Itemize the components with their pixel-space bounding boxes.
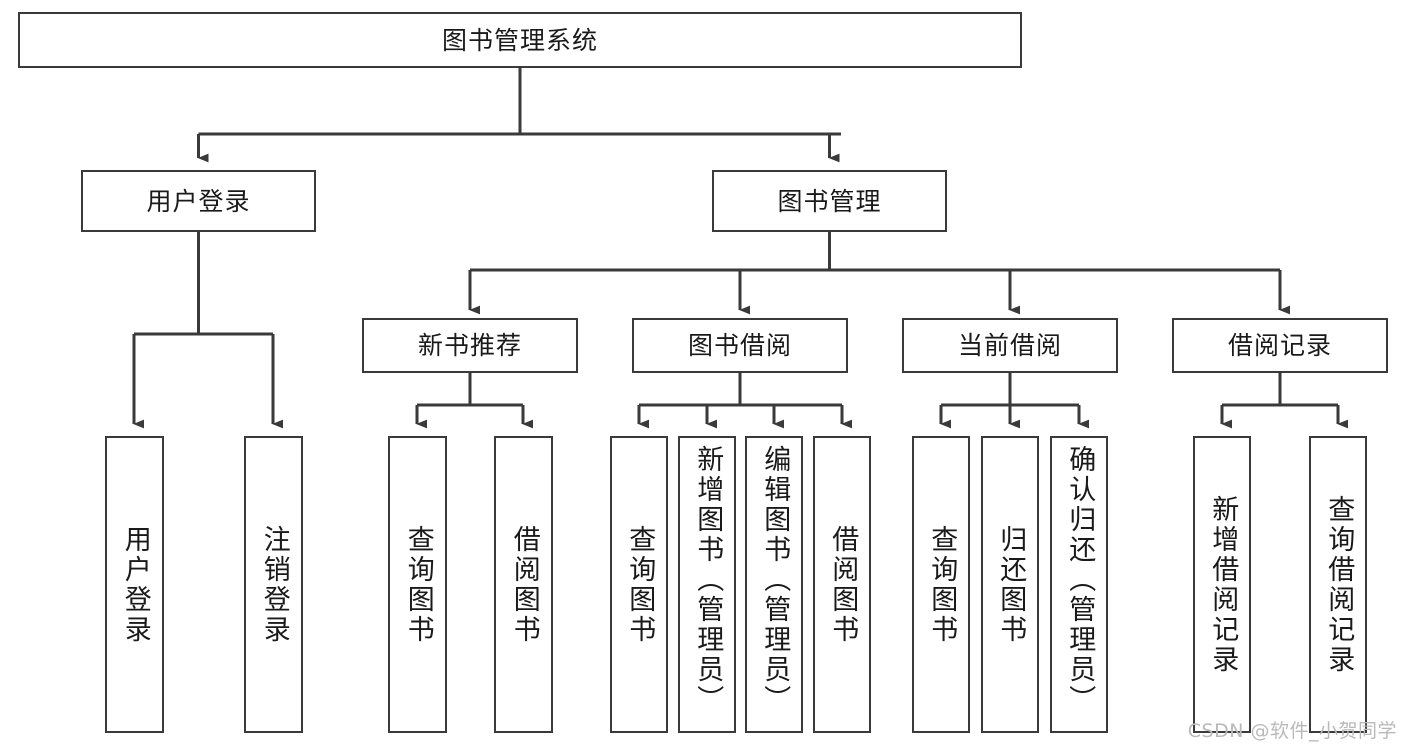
leaf-current-confirm-return-admin[interactable]: 确认归还（管理员） bbox=[1050, 436, 1108, 733]
node-label: 编辑图书（管理员） bbox=[759, 445, 791, 715]
node-label: 新增借阅记录 bbox=[1207, 494, 1239, 675]
node-label: 用户登录 bbox=[119, 524, 151, 645]
node-book-management-system[interactable]: 图书管理系统 bbox=[18, 12, 1022, 68]
node-label: 图书借阅 bbox=[687, 331, 792, 360]
node-label: 借阅图书 bbox=[827, 524, 859, 645]
leaf-record-add-record[interactable]: 新增借阅记录 bbox=[1193, 436, 1251, 733]
node-current-borrow[interactable]: 当前借阅 bbox=[902, 318, 1118, 373]
node-label: 归还图书 bbox=[995, 524, 1027, 645]
node-label: 确认归还（管理员） bbox=[1064, 445, 1096, 715]
leaf-user-login-login[interactable]: 用户登录 bbox=[105, 436, 164, 733]
node-label: 当前借阅 bbox=[957, 331, 1062, 360]
node-new-book-recommend[interactable]: 新书推荐 bbox=[362, 318, 578, 373]
node-label: 查询借阅记录 bbox=[1323, 494, 1355, 675]
leaf-borrow-borrow-book[interactable]: 借阅图书 bbox=[813, 436, 871, 733]
node-borrow-record[interactable]: 借阅记录 bbox=[1172, 318, 1388, 373]
leaf-current-return-book[interactable]: 归还图书 bbox=[981, 436, 1039, 733]
leaf-record-query-record[interactable]: 查询借阅记录 bbox=[1309, 436, 1367, 733]
node-label: 注销登录 bbox=[258, 524, 290, 645]
node-label: 查询图书 bbox=[926, 524, 958, 645]
node-label: 图书管理 bbox=[777, 186, 882, 216]
leaf-new-book-borrow[interactable]: 借阅图书 bbox=[494, 436, 553, 733]
node-user-login[interactable]: 用户登录 bbox=[81, 170, 316, 232]
leaf-current-query-book[interactable]: 查询图书 bbox=[912, 436, 970, 733]
node-label: 查询图书 bbox=[402, 524, 434, 645]
leaf-user-login-logout[interactable]: 注销登录 bbox=[244, 436, 303, 733]
leaf-new-book-query[interactable]: 查询图书 bbox=[388, 436, 447, 733]
node-book-management[interactable]: 图书管理 bbox=[712, 170, 947, 232]
node-label: 借阅图书 bbox=[508, 524, 540, 645]
node-label: 新书推荐 bbox=[417, 331, 522, 360]
leaf-borrow-add-book-admin[interactable]: 新增图书（管理员） bbox=[678, 436, 736, 733]
node-label: 借阅记录 bbox=[1227, 331, 1332, 360]
leaf-borrow-edit-book-admin[interactable]: 编辑图书（管理员） bbox=[745, 436, 803, 733]
node-book-borrow[interactable]: 图书借阅 bbox=[632, 318, 848, 373]
leaf-borrow-query-book[interactable]: 查询图书 bbox=[610, 436, 668, 733]
csdn-watermark: CSDN @软件_小贺同学 bbox=[1187, 720, 1397, 742]
node-label: 图书管理系统 bbox=[441, 25, 598, 55]
node-label: 用户登录 bbox=[146, 186, 251, 216]
node-label: 查询图书 bbox=[624, 524, 656, 645]
node-label: 新增图书（管理员） bbox=[692, 445, 724, 715]
